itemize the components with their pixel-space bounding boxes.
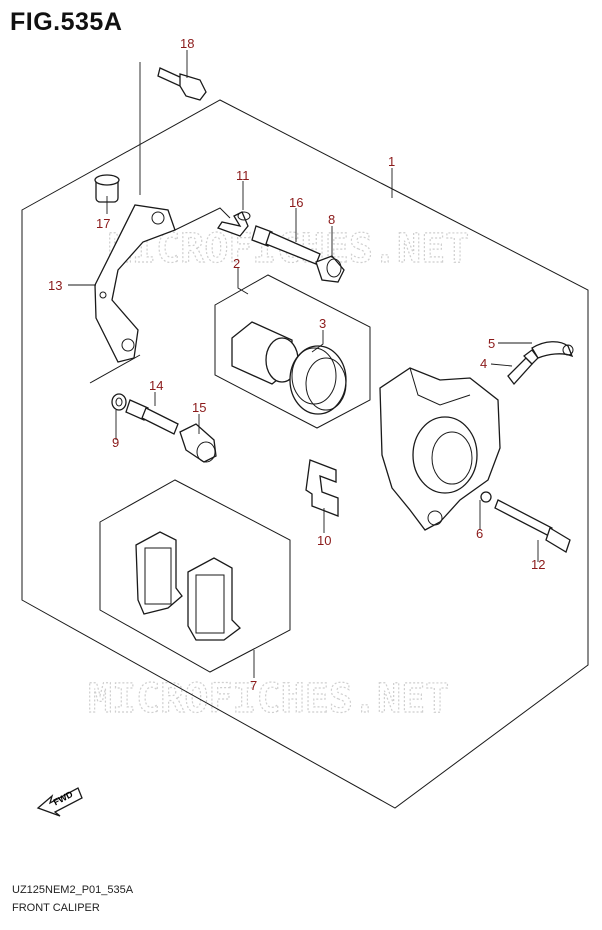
bolt-18-drawing <box>157 67 207 101</box>
callout-4: 4 <box>480 356 487 371</box>
callout-15: 15 <box>192 400 206 415</box>
piston-seal-drawing <box>289 345 347 415</box>
model-code: UZ125NEM2_P01_535A <box>12 884 134 896</box>
pin-bolt-16-drawing <box>251 225 321 265</box>
forward-arrow-icon: FWD <box>36 787 83 817</box>
callout-11: 11 <box>236 168 250 183</box>
washer-9-drawing <box>111 393 127 411</box>
callout-5: 5 <box>488 336 495 351</box>
pad-pin-12-drawing <box>494 499 571 553</box>
bleeder-cap-drawing <box>531 341 574 359</box>
callout-16: 16 <box>289 195 303 210</box>
pad-spring-drawing <box>305 459 339 517</box>
callout-18: 18 <box>180 36 194 51</box>
caliper-bracket-drawing <box>89 204 231 384</box>
watermark-bottom: MICROFICHES.NET <box>88 676 449 722</box>
pad-kit-outline <box>99 479 291 673</box>
callout-13: 13 <box>48 278 62 293</box>
callout-2: 2 <box>233 256 240 271</box>
callout-6: 6 <box>476 526 483 541</box>
callout-17: 17 <box>96 216 110 231</box>
boot-8-drawing <box>315 255 345 283</box>
callout-9: 9 <box>112 435 119 450</box>
callout-1: 1 <box>388 154 395 169</box>
callout-labels: 18 1 11 16 8 17 13 2 3 5 4 14 15 9 6 10 … <box>48 36 545 693</box>
callout-3: 3 <box>319 316 326 331</box>
callout-10: 10 <box>317 533 331 548</box>
bolt-14-drawing <box>125 399 179 435</box>
callout-8: 8 <box>328 212 335 227</box>
piston-kit-outline <box>214 274 371 429</box>
figure-title: FIG.535A <box>10 8 123 36</box>
spring-clip-11-drawing <box>217 211 251 237</box>
callout-12: 12 <box>531 557 545 572</box>
sleeve-17-drawing <box>94 174 120 203</box>
assembly-outline <box>21 99 589 809</box>
leader-lines <box>68 50 539 678</box>
callout-7: 7 <box>250 678 257 693</box>
boot-15-drawing <box>179 423 217 463</box>
brake-pads-drawing <box>135 531 241 641</box>
callout-14: 14 <box>149 378 163 393</box>
piston-drawing <box>231 321 299 385</box>
washer-6-drawing <box>480 491 492 503</box>
caliper-body-drawing <box>379 367 501 531</box>
figure-caption: FRONT CALIPER <box>12 902 100 914</box>
bleeder-screw-drawing <box>507 349 539 386</box>
